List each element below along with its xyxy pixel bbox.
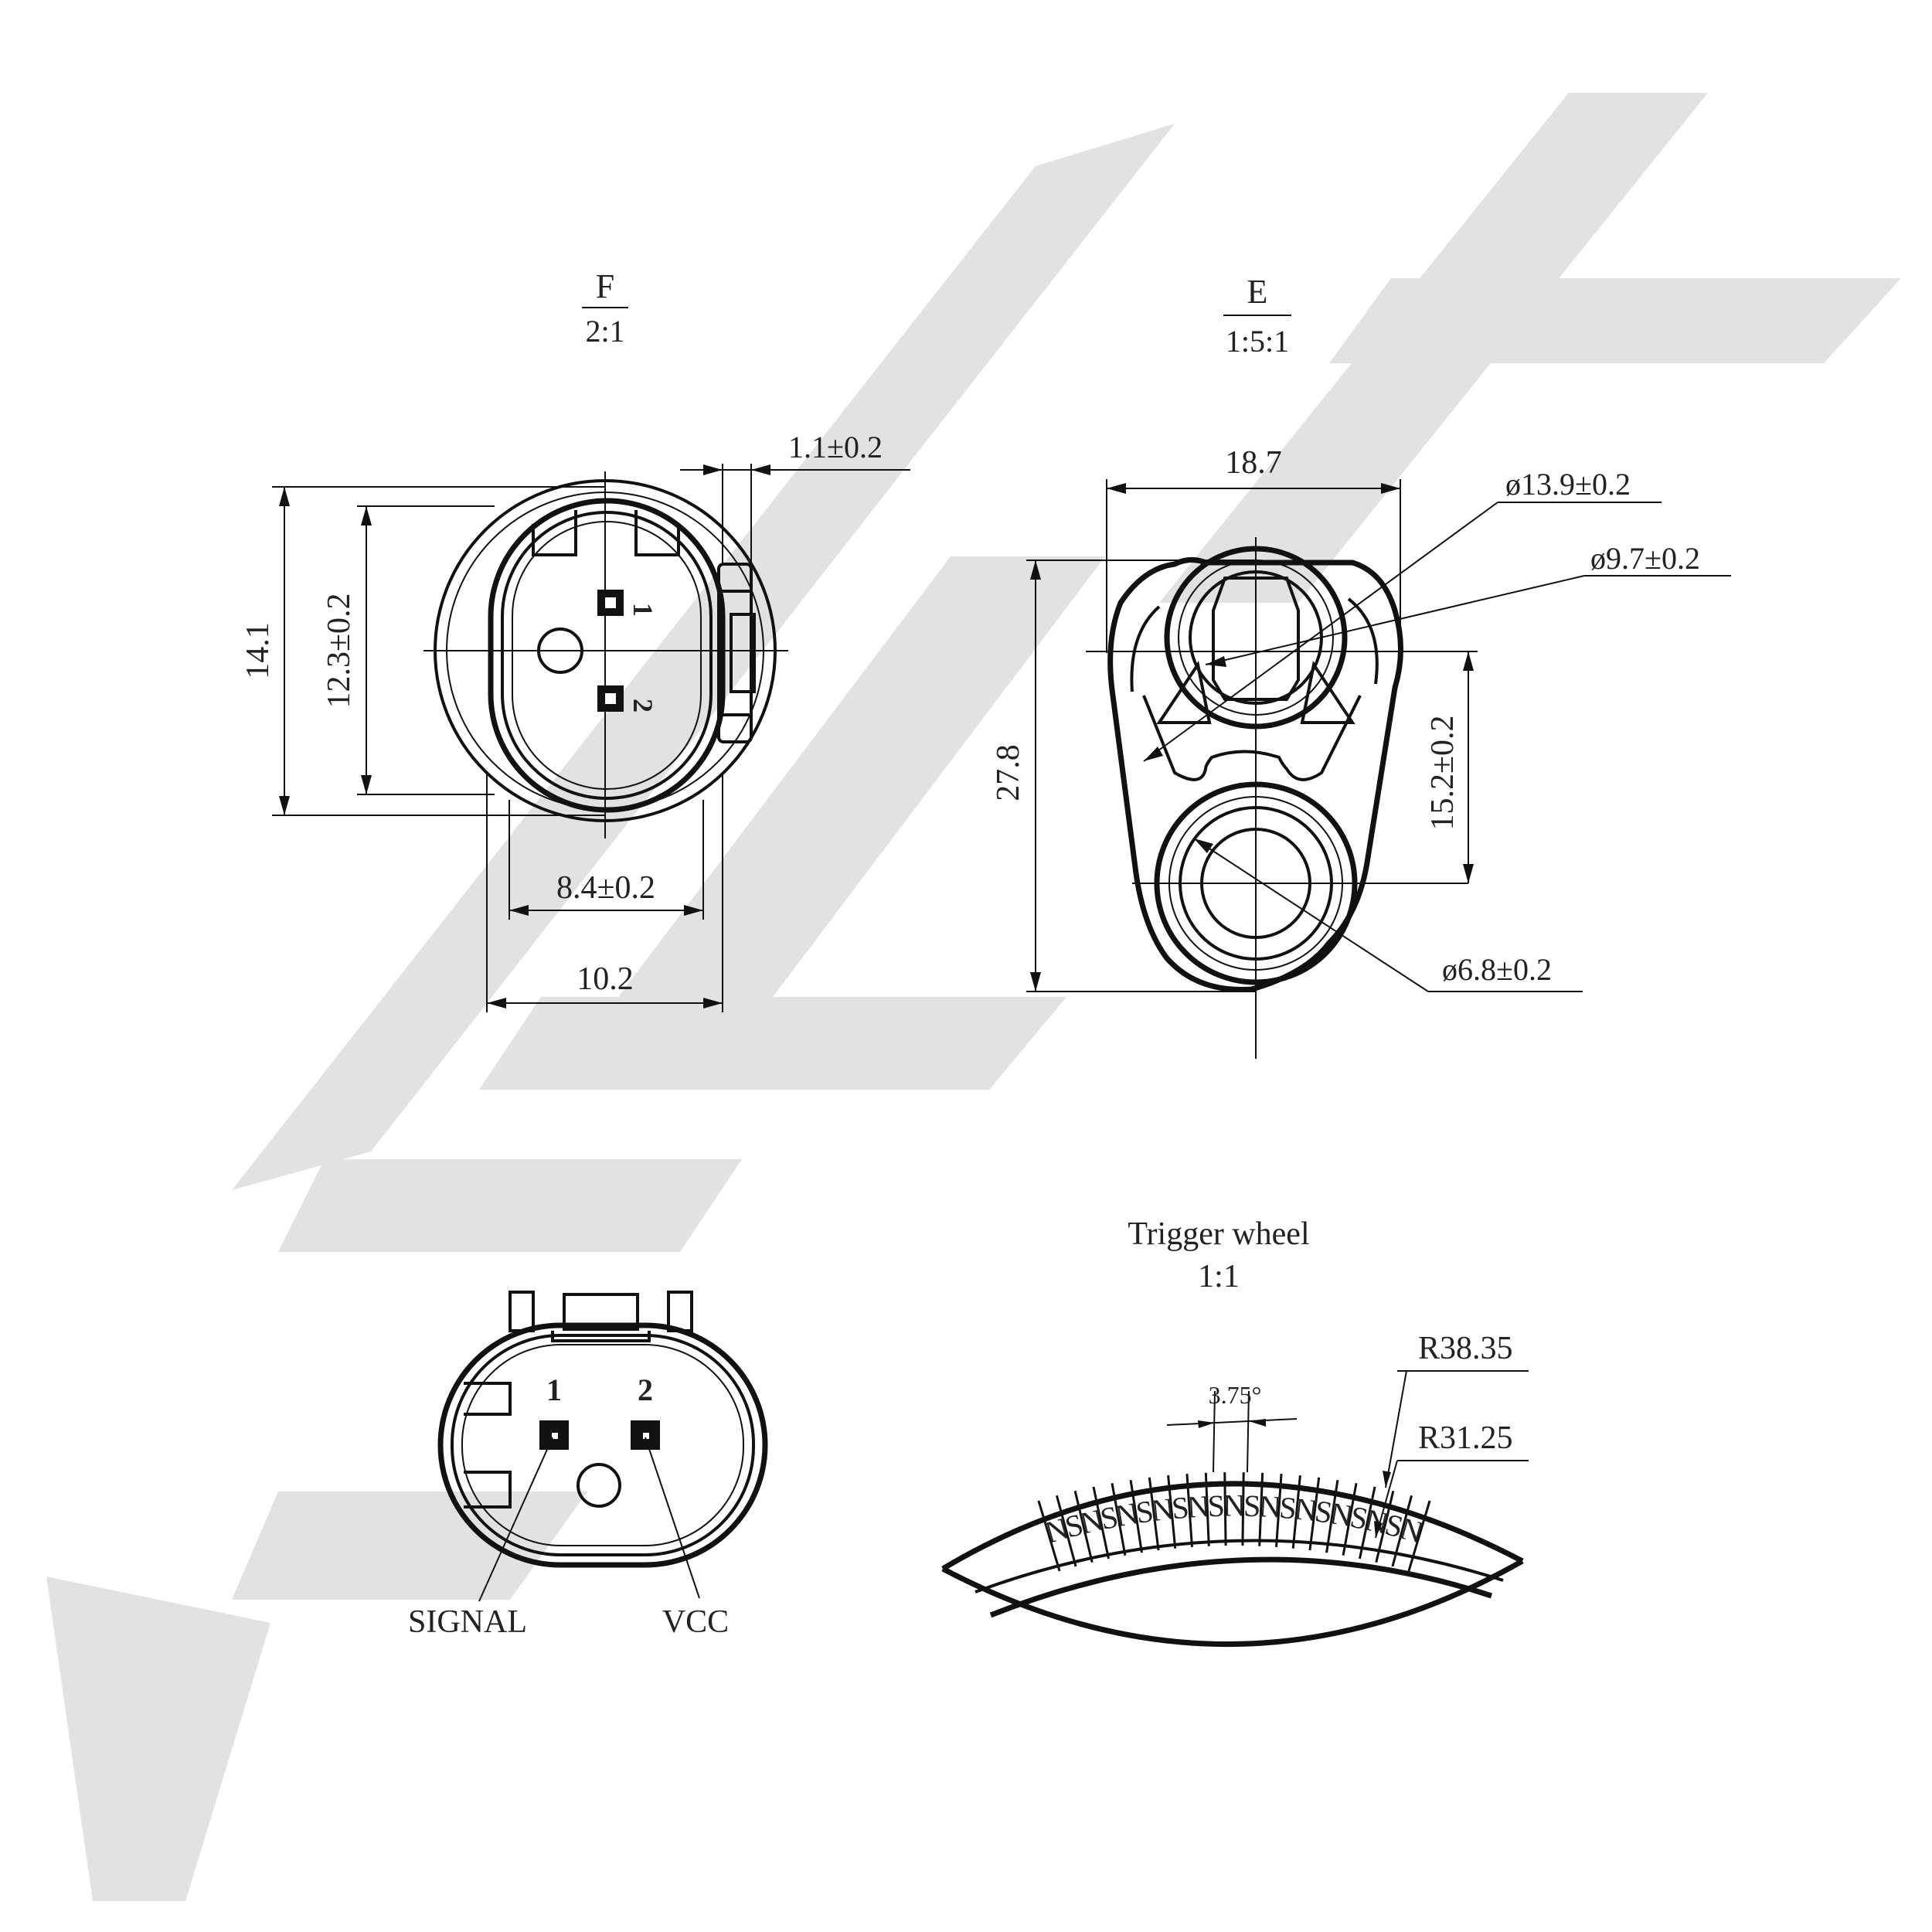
pole-divider (1037, 1500, 1061, 1572)
angle-label: 3.75° (1209, 1381, 1262, 1409)
pole-divider (1111, 1482, 1127, 1556)
pole-label: S (1278, 1490, 1298, 1526)
radius-inner-label: R31.25 (1418, 1420, 1513, 1456)
pole-label: S (1170, 1490, 1190, 1526)
view-f: F 2:1 1 2 1.1±0.2 (240, 267, 910, 1012)
pole-divider (1308, 1477, 1321, 1551)
vcc-label: VCC (662, 1604, 729, 1640)
pole-divider (1407, 1500, 1431, 1572)
view-f-letter: F (596, 267, 614, 305)
view-f-scale: 2:1 (585, 314, 624, 349)
pole-divider (1167, 1475, 1177, 1549)
trigger-wheel: Trigger wheel 1:1 NSNSNSNSNSNSNSNSNSNSN … (941, 1216, 1529, 1648)
connector-face: 1 2 SIGNAL VCC (408, 1291, 768, 1640)
pole-divider (1359, 1486, 1376, 1560)
pole-label: N (1258, 1488, 1282, 1525)
view-e: E 1:5:1 18.7 ø13.9±0.2 (991, 273, 1731, 1059)
pole-divider (1291, 1475, 1301, 1549)
pole-divider (1391, 1495, 1413, 1567)
watermark-logo (46, 93, 1901, 1901)
dim-height-inner: 12.3±0.2 (321, 593, 357, 708)
pole-divider (1073, 1490, 1094, 1563)
trigger-scale: 1:1 (1198, 1259, 1240, 1294)
pole-label: N (1149, 1491, 1175, 1528)
dim-dia-inner: ø9.7±0.2 (1590, 541, 1700, 576)
view-e-letter: E (1247, 273, 1268, 311)
dim-dia-hole: ø6.8±0.2 (1442, 952, 1552, 987)
pin-2-label: 2 (628, 699, 658, 713)
pole-label: S (1207, 1488, 1225, 1524)
view-e-scale: 1:5:1 (1226, 324, 1289, 359)
pole-divider (1129, 1479, 1143, 1553)
connector-pin-2-label: 2 (638, 1372, 653, 1407)
pin-1-label: 1 (628, 603, 658, 617)
pole-divider (1275, 1474, 1283, 1547)
dim-top-offset: 1.1±0.2 (788, 430, 883, 464)
dim-width-inner: 8.4±0.2 (556, 870, 655, 906)
pole-divider (1092, 1486, 1110, 1560)
pole-divider (1148, 1477, 1160, 1551)
pole-label: N (1223, 1488, 1246, 1523)
pole-label: N (1293, 1491, 1319, 1528)
radius-outer-label: R38.35 (1418, 1331, 1513, 1366)
dim-flange-height: 27.8 (991, 744, 1026, 801)
signal-label: SIGNAL (408, 1604, 527, 1640)
dim-hole-spacing: 15.2±0.2 (1425, 715, 1461, 830)
pole-divider (1375, 1490, 1395, 1563)
pole-divider (1223, 1472, 1227, 1546)
pole-divider (1342, 1482, 1358, 1556)
dim-height-total: 14.1 (240, 622, 276, 679)
connector-pin-1-label: 1 (546, 1372, 562, 1407)
dim-flange-width: 18.7 (1225, 445, 1282, 481)
pole-label: S (1243, 1488, 1261, 1524)
pole-label: N (1186, 1488, 1210, 1525)
trigger-title: Trigger wheel (1128, 1216, 1309, 1252)
pole-divider (1258, 1472, 1264, 1546)
pole-divider (1325, 1479, 1339, 1553)
pole-divider (1055, 1495, 1077, 1567)
pole-divider (1204, 1472, 1210, 1546)
dim-dia-outer: ø13.9±0.2 (1505, 467, 1631, 502)
dim-width-total: 10.2 (577, 961, 634, 997)
pole-divider (1185, 1474, 1193, 1547)
